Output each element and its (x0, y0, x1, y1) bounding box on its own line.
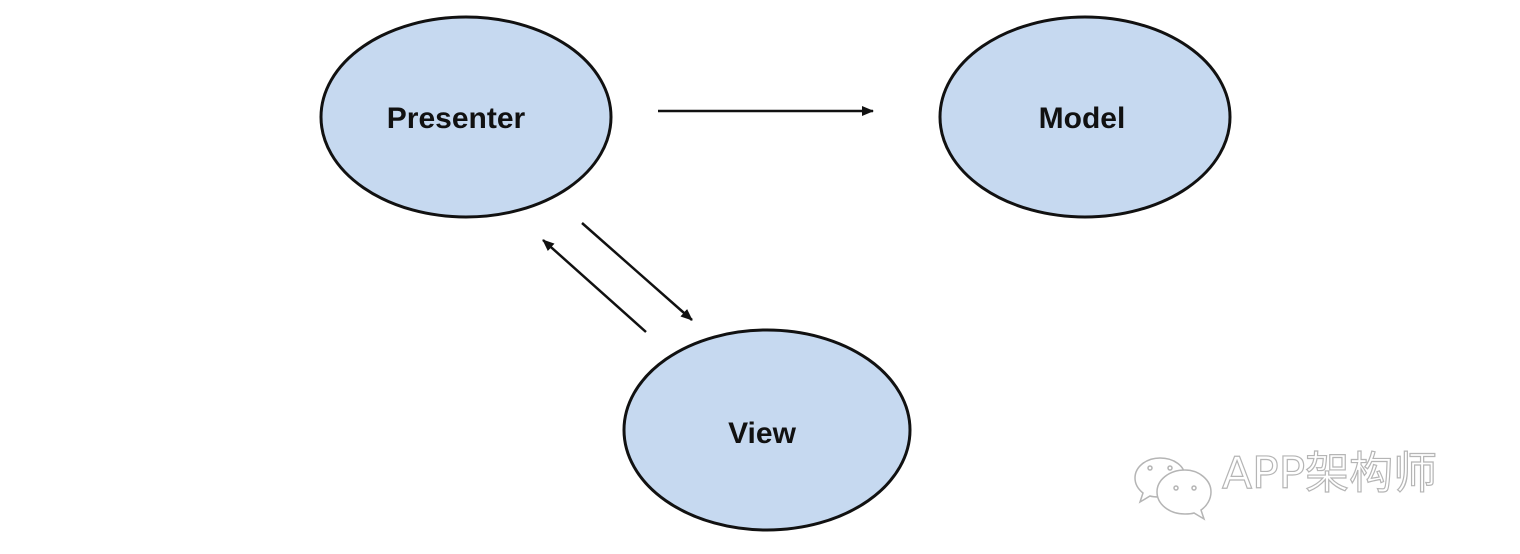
node-model: Model (938, 15, 1232, 219)
node-label: View (728, 417, 796, 450)
arrow-presenter-to-view (581, 222, 693, 321)
watermark-text: APP架构师 (1222, 448, 1437, 499)
watermark: APP架构师 (1134, 447, 1438, 521)
wechat-icon (1134, 457, 1212, 521)
node-view: View (622, 328, 912, 532)
node-label: Presenter (387, 102, 526, 135)
node-label: Model (1039, 102, 1126, 135)
node-presenter: Presenter (319, 15, 613, 219)
arrow-view-to-presenter (542, 239, 647, 333)
